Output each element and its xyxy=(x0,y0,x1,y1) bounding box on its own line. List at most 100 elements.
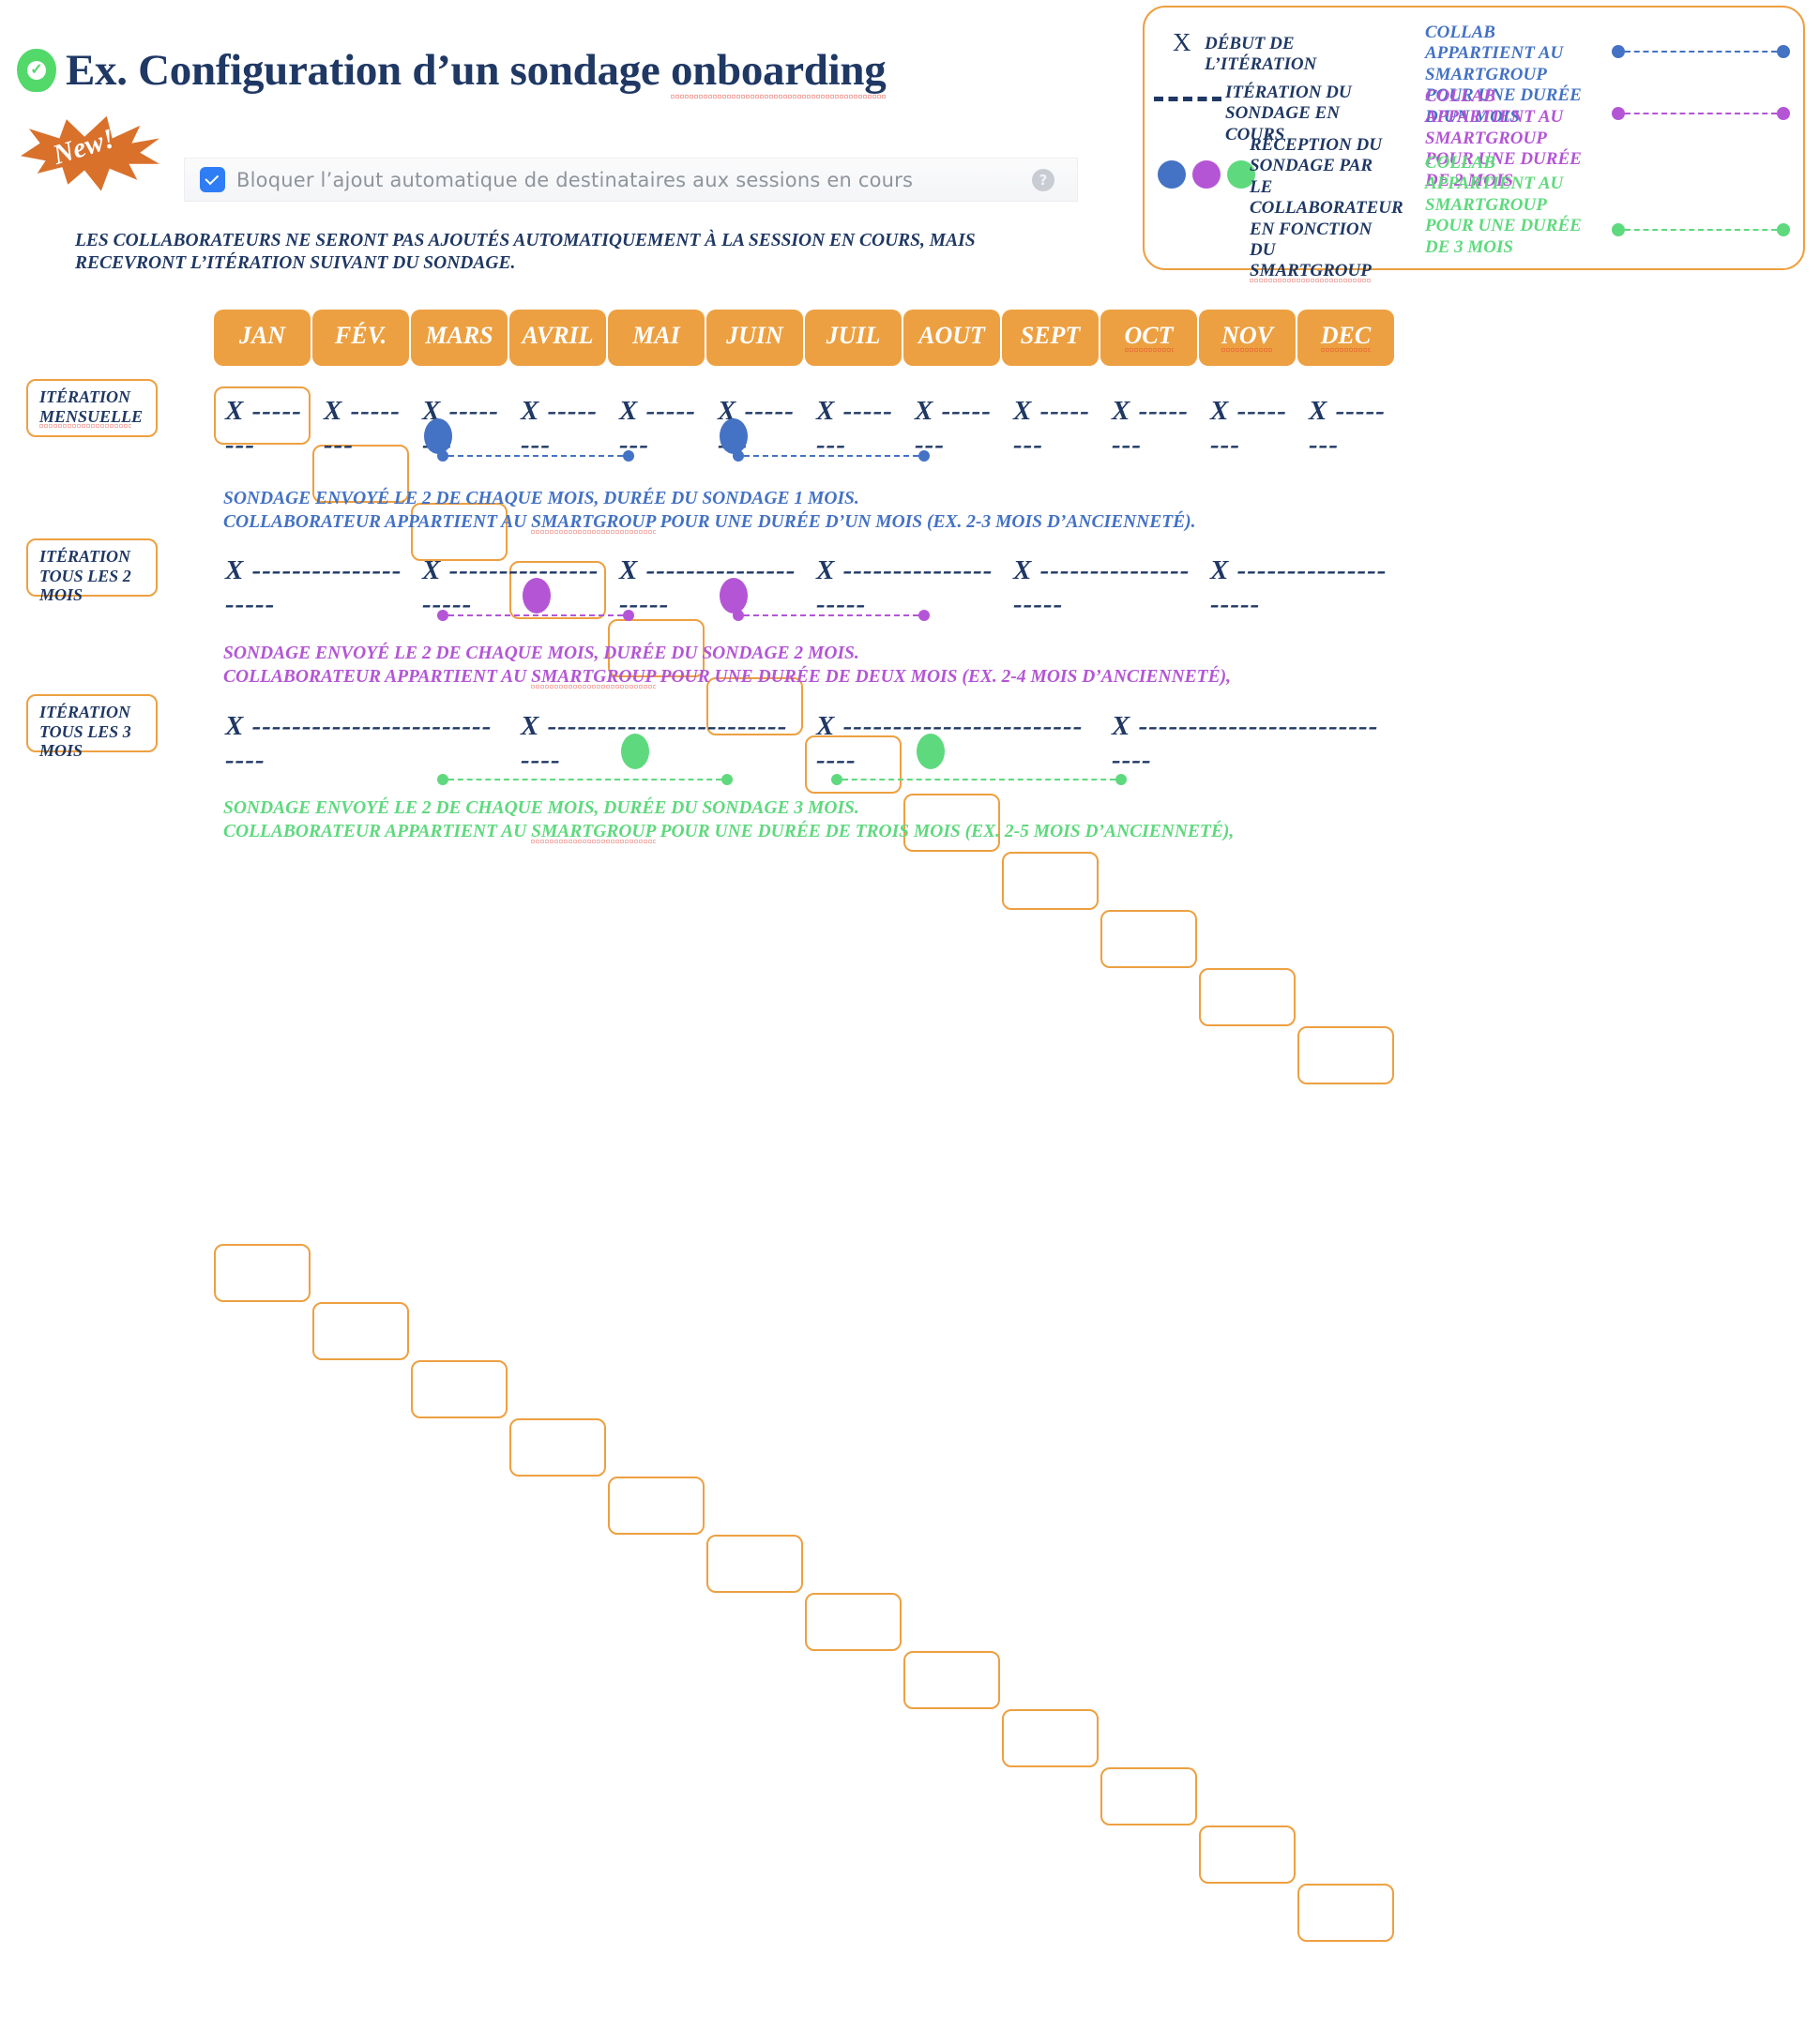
duration-connector xyxy=(831,774,1127,785)
month-header-dec[interactable]: DEC xyxy=(1297,310,1394,366)
legend-dots-text: RÉCEPTION DU SONDAGE PAR LE COLLABORATEU… xyxy=(1250,135,1403,283)
spellcheck-underline: SMARTGROUP xyxy=(531,666,656,689)
iteration-marker-text: X -------- xyxy=(521,396,598,461)
timeline-cell[interactable] xyxy=(509,1418,606,1477)
legend-item-3-connector xyxy=(1612,223,1790,236)
month-header-label: MAI xyxy=(632,322,680,349)
month-header-jan[interactable]: JAN xyxy=(214,310,311,366)
row-caption-2: SONDAGE ENVOYÉ LE 2 DE CHAQUE MOIS, DURÉ… xyxy=(223,643,1231,689)
month-header-mars[interactable]: MARS xyxy=(411,310,508,366)
setting-note-line-2: RECEVRONT L’ITÉRATION SUIVANT DU SONDAGE… xyxy=(75,252,516,273)
reception-dot xyxy=(917,734,945,769)
timeline-cell[interactable] xyxy=(805,735,902,794)
dashed-line-icon xyxy=(1154,97,1221,101)
row-label-3: ITÉRATION TOUS LES 3 MOIS xyxy=(26,694,158,760)
legend-item-2-label: COLLAB APPARTIENT AU SMARTGROUP POUR UNE… xyxy=(1425,86,1582,190)
row-label-2: ITÉRATION TOUS LES 2 MOIS xyxy=(26,538,158,604)
duration-connector xyxy=(733,610,930,621)
three-dots-icon xyxy=(1158,160,1255,189)
iteration-marker-text: X -------- xyxy=(1112,396,1189,461)
timeline-cell[interactable] xyxy=(1100,1767,1197,1825)
timeline-cell[interactable] xyxy=(608,619,705,677)
spellcheck-underline: MENSUELL xyxy=(39,406,132,428)
month-header-oct[interactable]: OCT xyxy=(1100,310,1197,366)
checked-checkbox-icon[interactable] xyxy=(201,168,224,191)
caption-line-1: SONDAGE ENVOYÉ LE 2 DE CHAQUE MOIS, DURÉ… xyxy=(223,489,859,508)
question-mark-icon[interactable]: ? xyxy=(1032,168,1054,191)
page-title-text: Ex. Configuration d’un sondage onboardin… xyxy=(66,46,887,98)
reception-dot xyxy=(720,578,748,614)
timeline-cell[interactable] xyxy=(1297,1884,1394,1942)
legend-item-3-label: COLLAB APPARTIENT AU SMARTGROUP POUR UNE… xyxy=(1425,153,1582,257)
iteration-marker-text: X ---------------------------- xyxy=(816,711,1084,776)
month-header-fv[interactable]: FÉV. xyxy=(312,310,409,366)
month-header-avril[interactable]: AVRIL xyxy=(509,310,606,366)
duration-connector xyxy=(733,450,930,462)
reception-dot xyxy=(424,418,452,454)
iteration-marker-text: X -------- xyxy=(1309,396,1386,461)
timeline-cell[interactable] xyxy=(214,1244,311,1302)
timeline-cell[interactable] xyxy=(411,1360,508,1418)
legend-item-1-connector xyxy=(1612,45,1790,58)
legend-item-2-connector xyxy=(1612,107,1790,120)
row-caption-1: SONDAGE ENVOYÉ LE 2 DE CHAQUE MOIS, DURÉ… xyxy=(223,488,1196,535)
duration-connector xyxy=(437,450,634,462)
month-header-label: DEC xyxy=(1320,322,1372,352)
setting-row[interactable]: Bloquer l’ajout automatique de destinata… xyxy=(184,158,1078,202)
timeline-cell[interactable] xyxy=(509,561,606,619)
reception-dot xyxy=(720,418,748,454)
iteration-marker-text: X ---------------------------- xyxy=(225,711,493,776)
timeline-cell[interactable] xyxy=(1199,968,1296,1026)
setting-label: Bloquer l’ajout automatique de destinata… xyxy=(236,168,914,191)
legend-x-label: DÉBUT DE L’ITÉRATION xyxy=(1205,34,1317,75)
page-header: ✓ Ex. Configuration d’un sondage onboard… xyxy=(17,45,887,98)
timeline-cell[interactable] xyxy=(312,445,409,503)
timeline-cell[interactable] xyxy=(411,503,508,561)
timeline-cell[interactable] xyxy=(214,386,311,445)
legend-x-symbol: X xyxy=(1173,28,1191,56)
timeline-cell[interactable] xyxy=(805,1593,902,1651)
timeline-cell[interactable] xyxy=(1002,852,1099,910)
legend-dash-label: ITÉRATION DU SONDAGE EN COURS xyxy=(1225,83,1352,144)
timeline-cell[interactable] xyxy=(706,677,803,735)
month-header-sept[interactable]: SEPT xyxy=(1002,310,1099,366)
spellcheck-underline: SMARTGROUP xyxy=(531,821,656,843)
spellcheck-underline: SMARTGROUP xyxy=(531,511,656,534)
month-header-juil[interactable]: JUIL xyxy=(805,310,902,366)
month-header-juin[interactable]: JUIN xyxy=(706,310,803,366)
iteration-marker-text: X ---------------------------- xyxy=(1112,711,1379,776)
month-header-aout[interactable]: AOUT xyxy=(903,310,1000,366)
month-header-label: MARS xyxy=(425,322,493,349)
green-check-badge-icon: ✓ xyxy=(17,49,56,92)
row-label-1: ITÉRATION MENSUELLE xyxy=(26,379,158,437)
caption-line-1: SONDAGE ENVOYÉ LE 2 DE CHAQUE MOIS, DURÉ… xyxy=(223,644,859,663)
legend-box: X DÉBUT DE L’ITÉRATION ITÉRATION DU SOND… xyxy=(1143,6,1805,283)
timeline-cell[interactable] xyxy=(1199,1825,1296,1884)
setting-note-line-1: LES COLLABORATEURS NE SERONT PAS AJOUTÉS… xyxy=(75,231,976,250)
timeline-cell[interactable] xyxy=(903,794,1000,852)
new-badge: New! xyxy=(21,114,159,194)
iteration-marker-text: X -------------------- xyxy=(225,555,402,620)
page-title: Ex. Configuration d’un sondage onboardin… xyxy=(66,45,887,98)
timeline-cell[interactable] xyxy=(1297,1026,1394,1084)
legend-dots-label: RÉCEPTION DU SONDAGE PAR LE COLLABORATEU… xyxy=(1250,135,1403,283)
timeline-cell[interactable] xyxy=(1002,1709,1099,1767)
iteration-marker-text: X -------- xyxy=(816,396,893,461)
month-header-mai[interactable]: MAI xyxy=(608,310,705,366)
timeline-cell[interactable] xyxy=(1100,910,1197,968)
iteration-marker-text: X -------------------- xyxy=(422,555,599,620)
duration-connector xyxy=(437,774,733,785)
timeline-cell[interactable] xyxy=(608,1477,705,1535)
month-header-label: SEPT xyxy=(1020,322,1081,349)
month-header-nov[interactable]: NOV xyxy=(1199,310,1296,366)
row-caption-3: SONDAGE ENVOYÉ LE 2 DE CHAQUE MOIS, DURÉ… xyxy=(223,797,1234,844)
month-header-label: NOV xyxy=(1221,322,1273,352)
timeline-cell[interactable] xyxy=(903,1651,1000,1709)
timeline-cell[interactable] xyxy=(312,1302,409,1360)
timeline-cell[interactable] xyxy=(706,1535,803,1593)
reception-dot xyxy=(621,734,649,769)
caption-line-2: COLLABORATEUR APPARTIENT AU SMARTGROUP P… xyxy=(223,666,1231,689)
legend-item-1-label: COLLAB APPARTIENT AU SMARTGROUP POUR UNE… xyxy=(1425,23,1582,127)
